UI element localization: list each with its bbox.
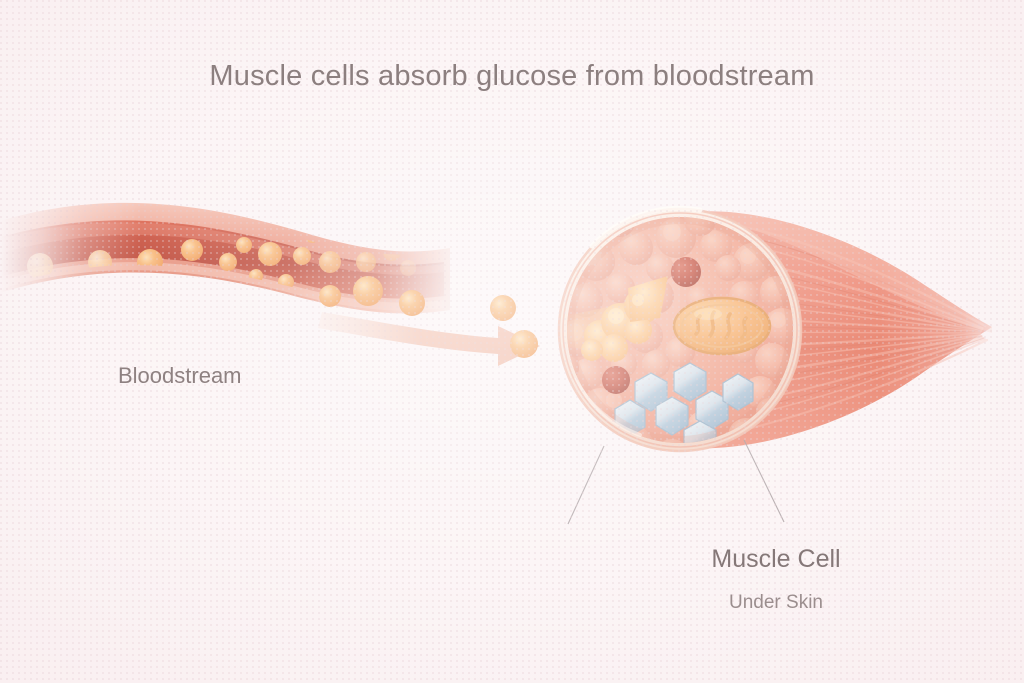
- leader-lines: [567, 439, 785, 525]
- under-skin-label-text: Under Skin: [729, 592, 823, 613]
- bloodstream-label: Bloodstream: [118, 363, 242, 388]
- blood-vessel: [0, 202, 450, 314]
- leader-line-right: [743, 439, 785, 523]
- muscle-cell-label: Muscle Cell: [0, 545, 1024, 574]
- leader-line-left: [567, 445, 605, 525]
- page-title: Muscle cells absorb glucose from bloodst…: [209, 60, 815, 92]
- under-skin-label: Under Skin: [0, 592, 1024, 614]
- mitochondrion: [672, 296, 772, 356]
- muscle-cell: [557, 205, 803, 453]
- muscle-cell-label-text: Muscle Cell: [711, 545, 841, 573]
